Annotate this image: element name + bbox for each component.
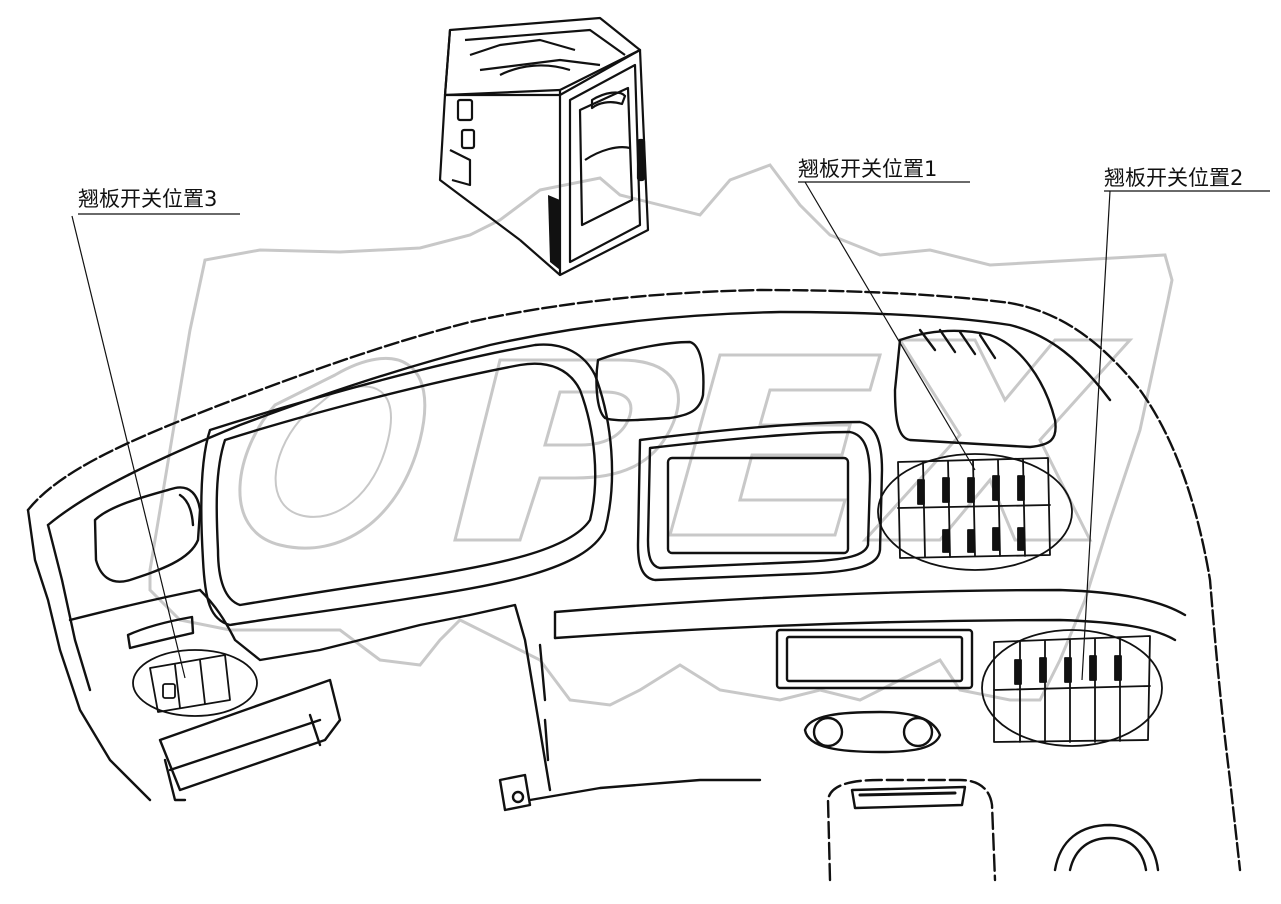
lower-center-panel <box>775 628 974 690</box>
watermark-letter-o <box>238 357 427 550</box>
watermark <box>148 163 1174 707</box>
watermark-letter-x <box>861 338 1134 542</box>
rocker-switch-bank-2 <box>981 629 1163 747</box>
callout-label-position-2: 翘板开关位置2 <box>1104 166 1244 190</box>
callout-lines <box>71 181 1270 681</box>
leader-line-2 <box>1081 190 1270 681</box>
right-vent <box>893 329 1057 449</box>
left-vent <box>93 486 202 583</box>
leader-line-3 <box>71 213 240 679</box>
watermark-gear <box>148 163 1174 707</box>
instrument-cluster <box>215 362 597 607</box>
rocker-switch-bank-3 <box>132 649 258 717</box>
callout-label-position-3: 翘板开关位置3 <box>78 187 218 211</box>
callout-label-position-1: 翘板开关位置1 <box>798 157 938 181</box>
dashboard-illustration <box>26 288 1242 882</box>
knob-left <box>812 716 844 748</box>
center-display <box>646 430 872 570</box>
watermark-letter-p <box>453 358 680 542</box>
rocker-switch-bank-1 <box>877 453 1073 571</box>
center-small-display <box>595 340 705 422</box>
knob-right <box>902 716 934 748</box>
rocker-switch-illustration <box>438 16 650 277</box>
dashboard-outline <box>26 288 1242 872</box>
watermark-letter-e <box>668 353 882 537</box>
leader-line-1 <box>798 181 976 471</box>
